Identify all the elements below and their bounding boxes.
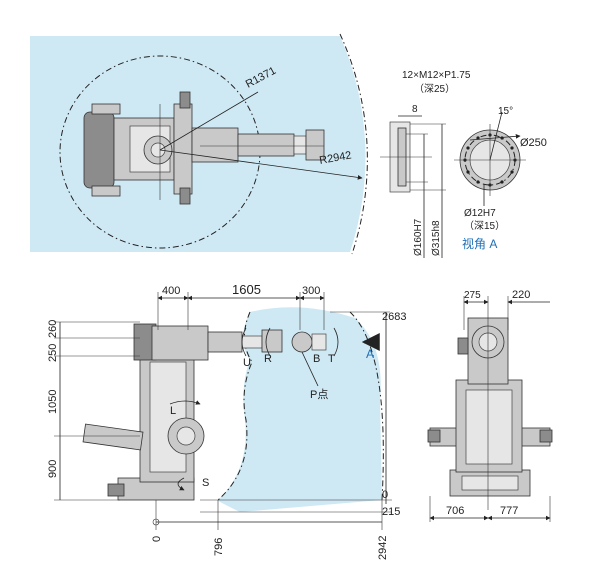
- dim-796-label: 796: [213, 538, 225, 556]
- axis-s-label: S: [202, 477, 209, 489]
- dim-900-label: 900: [47, 460, 59, 478]
- dim-220-label: 220: [512, 289, 530, 301]
- dim-300-label: 300: [302, 285, 320, 297]
- front-view: 275 220 706 777: [427, 289, 553, 522]
- top-view: R1371 R2942: [30, 33, 368, 255]
- flange-view: 12×M12×P1.75 （深25） 8 Ø160H7 Ø315h8 15° Ø…: [380, 70, 547, 258]
- top-envelope-outer-arc: [339, 33, 368, 255]
- side-envelope-right: [349, 311, 384, 501]
- view-a-arrow-label: A: [366, 347, 374, 361]
- dim-777-label: 777: [500, 505, 518, 517]
- flange-view-label: 视角 A: [462, 236, 497, 251]
- side-work-envelope: [217, 307, 382, 512]
- flange-od-label: Ø250: [520, 137, 547, 149]
- dim-2942-label: 2942: [377, 536, 389, 560]
- axis-l-arc: [169, 400, 201, 405]
- dim-0-bottom-label: 0: [151, 536, 163, 542]
- flange-bolt-depth: （深25）: [414, 83, 455, 95]
- flange-angle-label: 15°: [498, 106, 513, 117]
- side-view: U R B T L S P点 A 400 1605 300 2683 0 215: [47, 282, 406, 560]
- flange-pin-spec: Ø12H7: [464, 208, 496, 219]
- flange-dia-outer-label: Ø315h8: [431, 220, 442, 256]
- flange-od-leader: [469, 133, 521, 141]
- axis-t-label: T: [328, 353, 335, 365]
- axis-r-arc: [265, 327, 271, 357]
- top-r1371-line: [159, 91, 259, 151]
- point-p-label: P点: [310, 388, 328, 401]
- side-robot-body: [82, 323, 327, 501]
- axis-b-label: B: [313, 353, 320, 365]
- axis-u-arc: [241, 327, 247, 357]
- dim-275-label: 275: [464, 290, 481, 301]
- dim-2683-label: 2683: [382, 311, 406, 323]
- axis-l-label: L: [170, 405, 176, 417]
- dim-706-label: 706: [446, 505, 464, 517]
- dim-215-label: 215: [382, 506, 400, 518]
- flange-thickness-label: 8: [412, 104, 418, 115]
- dim-250-label: 250: [47, 344, 59, 362]
- top-r2942-line: [159, 149, 363, 180]
- dim-0-right-label: 0: [382, 489, 388, 501]
- flange-pin-depth: （深15）: [464, 220, 505, 232]
- flange-angle-line: [489, 111, 503, 161]
- axis-r-label: R: [264, 353, 272, 365]
- top-robot-body: [83, 91, 325, 205]
- dim-260-label: 260: [47, 320, 59, 338]
- dim-1050-label: 1050: [47, 390, 59, 414]
- front-robot-body: [427, 310, 553, 510]
- dim-400-label: 400: [162, 285, 180, 297]
- flange-bolt-spec: 12×M12×P1.75: [402, 70, 471, 81]
- axis-t-arc: [333, 327, 339, 357]
- axis-s-arc: [177, 477, 185, 491]
- top-r2942-label: R2942: [318, 150, 352, 167]
- point-p-leader: [301, 351, 319, 387]
- axis-u-label: U: [243, 357, 251, 369]
- flange-dia-inner-label: Ø160H7: [413, 218, 424, 256]
- dim-1605-label: 1605: [232, 282, 261, 297]
